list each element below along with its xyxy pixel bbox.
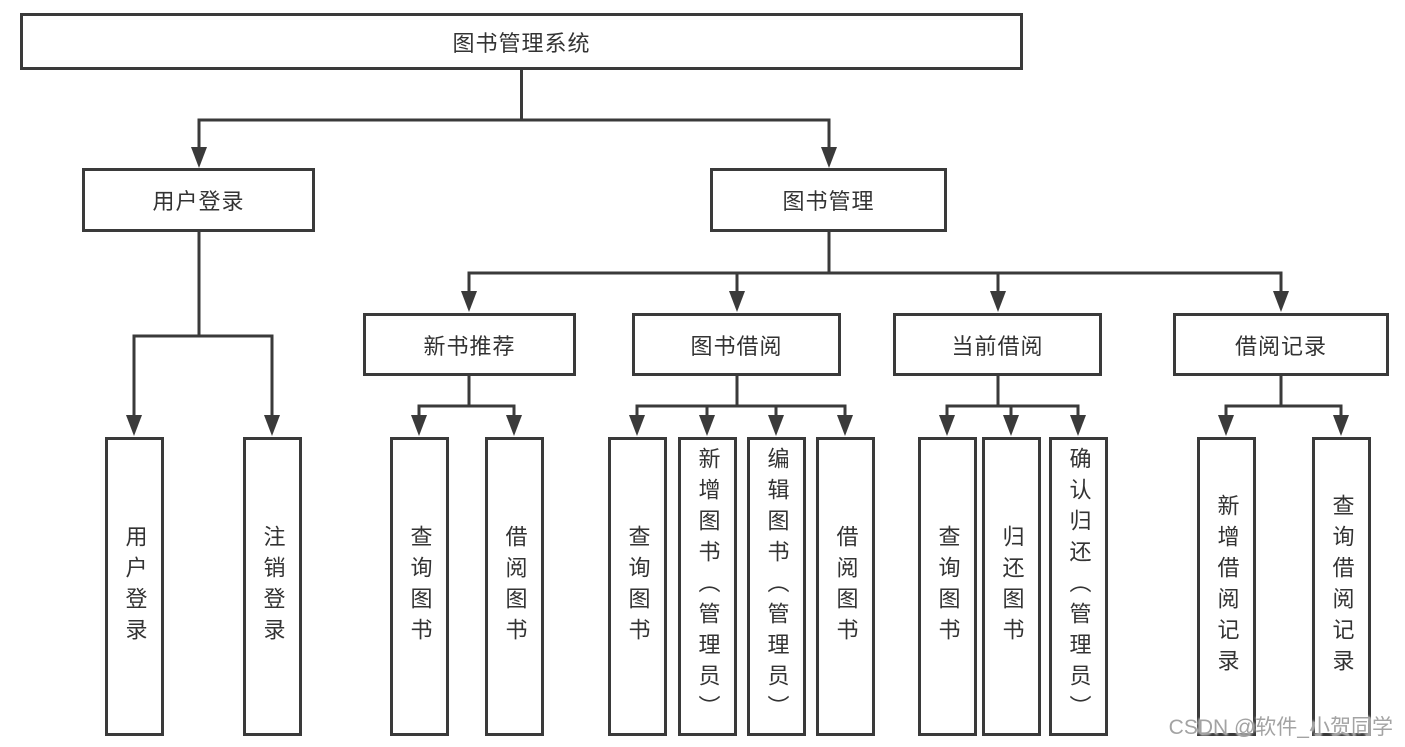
leaf-query-borrow-record: 查询借阅记录 [1312,437,1371,736]
leaf-add-books-admin: 新增图书（管理员） [678,437,737,736]
watermark: CSDN @软件_小贺同学 [1168,716,1393,739]
leaf-confirm-return-admin: 确认归还（管理员） [1049,437,1108,736]
node-book-borrowing: 图书借阅 [632,313,841,376]
leaf-user-login: 用户登录 [105,437,164,736]
leaf-add-borrow-record: 新增借阅记录 [1197,437,1256,736]
leaf-return-books: 归还图书 [982,437,1041,736]
node-book-management: 图书管理 [710,168,947,232]
node-current-borrowing: 当前借阅 [893,313,1102,376]
node-new-book-recommendation: 新书推荐 [363,313,576,376]
leaf-query-books-recommend: 查询图书 [390,437,449,736]
leaf-query-books-current: 查询图书 [918,437,977,736]
arrowhead-icons [126,147,1349,436]
leaf-borrow-books-borrowing: 借阅图书 [816,437,875,736]
leaf-borrow-books-recommend: 借阅图书 [485,437,544,736]
leaf-logout: 注销登录 [243,437,302,736]
leaf-query-books-borrowing: 查询图书 [608,437,667,736]
node-user-login: 用户登录 [82,168,315,232]
leaf-edit-books-admin: 编辑图书（管理员） [747,437,806,736]
node-borrowing-records: 借阅记录 [1173,313,1389,376]
node-library-management-system: 图书管理系统 [20,13,1023,70]
